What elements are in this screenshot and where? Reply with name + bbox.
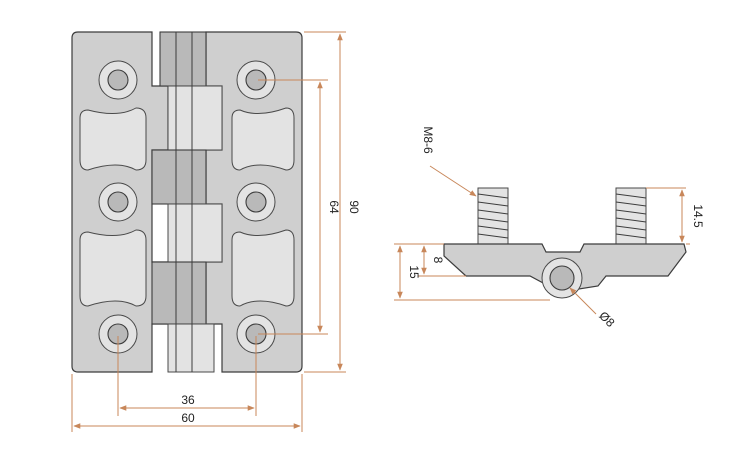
- dim-hole-spacing-vertical: 64: [327, 200, 341, 214]
- recessed-pockets: [79, 107, 295, 307]
- hinge-pin: [541, 257, 583, 299]
- hinge-knuckles: [151, 31, 223, 373]
- dim-bolt-length: 14.5: [691, 204, 705, 228]
- dim-hole-spacing-horizontal: 36: [181, 393, 195, 407]
- dim-pin-diameter: Ø8: [596, 309, 617, 330]
- dim-overall-thickness: 15: [407, 265, 421, 279]
- hinge-side-view: [443, 187, 687, 299]
- front-view-dimensions: 36 60 64 90: [71, 31, 361, 432]
- hole-middle-left: [98, 182, 138, 222]
- hinge-front-view: [71, 31, 303, 373]
- side-view-dimensions: M8-6 14.5 8 15 Ø8: [394, 126, 705, 330]
- dim-leaf-thickness: 8: [431, 257, 445, 264]
- dim-overall-height: 90: [347, 200, 361, 214]
- bolt-left: [477, 187, 509, 245]
- bolt-right: [615, 187, 647, 245]
- dim-thread-spec: M8-6: [421, 126, 435, 154]
- dim-overall-width: 60: [181, 411, 195, 425]
- hole-middle-right: [236, 182, 276, 222]
- hole-top-left: [98, 60, 138, 100]
- hole-top-right: [236, 60, 276, 100]
